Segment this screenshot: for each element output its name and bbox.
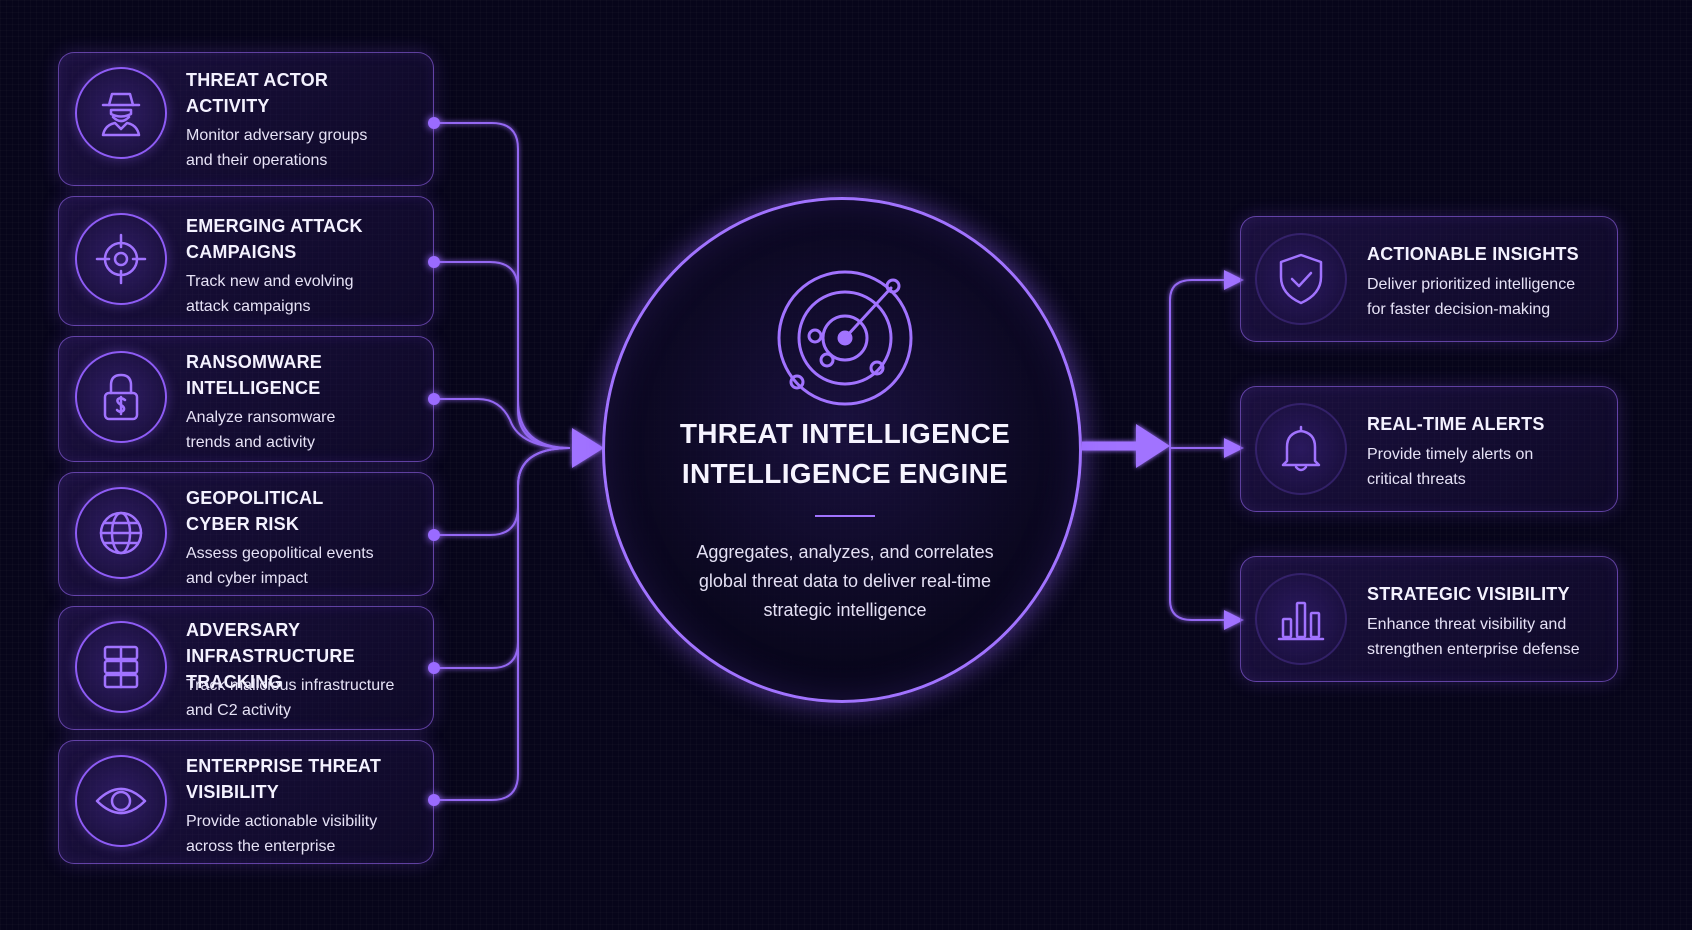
server-rack-icon xyxy=(75,621,167,713)
output-connector-3 xyxy=(1169,448,1224,621)
connector-dot xyxy=(428,794,440,806)
shield-check-icon xyxy=(1255,233,1347,325)
radar-icon xyxy=(777,270,913,406)
eye-icon xyxy=(75,755,167,847)
card-title: REAL-TIME ALERTS xyxy=(1367,414,1545,434)
bell-icon xyxy=(1255,403,1347,495)
engine-divider xyxy=(815,515,875,517)
connector-dot xyxy=(428,256,440,268)
connector-5 xyxy=(434,447,571,669)
crosshair-icon xyxy=(75,213,167,305)
card-title: STRATEGIC VISIBILITY xyxy=(1367,584,1570,604)
output-card-actionable-insights: ACTIONABLE INSIGHTS Deliver prioritized … xyxy=(1240,216,1618,342)
engine-output-arrow xyxy=(1136,424,1170,468)
output-connector-1 xyxy=(1169,279,1224,448)
connector-3 xyxy=(434,398,571,449)
spy-icon xyxy=(75,67,167,159)
connector-2 xyxy=(434,261,571,449)
card-title: ACTIONABLE INSIGHTS xyxy=(1367,244,1579,264)
globe-icon xyxy=(75,487,167,579)
output-card-real-time-alerts: REAL-TIME ALERTS Provide timely alerts o… xyxy=(1240,386,1618,512)
connector-6 xyxy=(434,447,571,801)
bar-chart-icon xyxy=(1255,573,1347,665)
connector-dot xyxy=(428,662,440,674)
connector-dot xyxy=(428,393,440,405)
connector-dot xyxy=(428,117,440,129)
connector-dot xyxy=(428,529,440,541)
engine-input-arrow xyxy=(572,428,604,468)
connector-1 xyxy=(434,122,571,449)
connector-4 xyxy=(434,447,571,536)
padlock-dollar-icon xyxy=(75,351,167,443)
output-card-strategic-visibility: STRATEGIC VISIBILITY Enhance threat visi… xyxy=(1240,556,1618,682)
